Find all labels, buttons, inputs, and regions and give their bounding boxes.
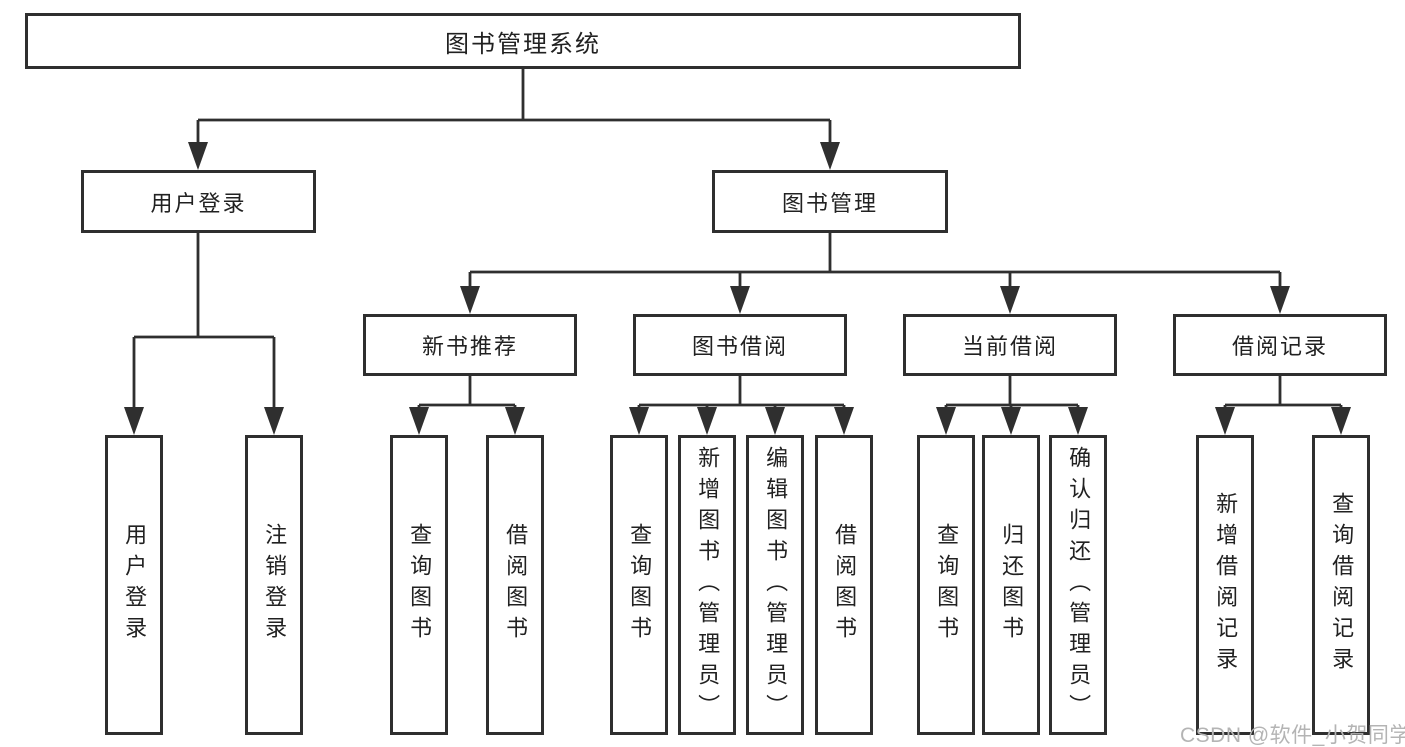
leaf-logout: 注销登录	[245, 435, 303, 735]
leaf-label: 查询图书	[407, 523, 433, 647]
leaf-label: 编辑图书（管理员）	[763, 445, 789, 725]
leaf-return-book: 归还图书	[982, 435, 1040, 735]
leaf-user-login: 用户登录	[105, 435, 163, 735]
leaf-query-books: 查询图书	[390, 435, 448, 735]
leaf-borrow-books: 借阅图书	[486, 435, 544, 735]
leaf-query-books: 查询图书	[917, 435, 975, 735]
leaf-confirm-return-admin: 确认归还（管理员）	[1049, 435, 1107, 735]
node-new-book-recommend: 新书推荐	[363, 314, 577, 376]
leaf-query-borrow-record: 查询借阅记录	[1312, 435, 1370, 735]
leaf-label: 新增图书（管理员）	[695, 445, 721, 725]
node-book-management: 图书管理	[712, 170, 948, 233]
leaf-label: 查询借阅记录	[1329, 492, 1355, 678]
leaf-query-books: 查询图书	[610, 435, 668, 735]
leaf-borrow-books: 借阅图书	[815, 435, 873, 735]
leaf-label: 确认归还（管理员）	[1066, 445, 1092, 725]
csdn-watermark: CSDN @软件_小贺同学	[1180, 724, 1405, 747]
leaf-label: 借阅图书	[832, 523, 858, 647]
node-library-management-system: 图书管理系统	[25, 13, 1021, 69]
leaf-label: 查询图书	[627, 523, 653, 647]
leaf-label: 归还图书	[999, 523, 1025, 647]
leaf-label: 新增借阅记录	[1213, 492, 1239, 678]
node-current-borrow: 当前借阅	[903, 314, 1117, 376]
leaf-label: 查询图书	[934, 523, 960, 647]
leaf-edit-book-admin: 编辑图书（管理员）	[746, 435, 804, 735]
leaf-label: 借阅图书	[503, 523, 529, 647]
arrowhead-icons	[124, 142, 1351, 435]
leaf-label: 注销登录	[262, 523, 288, 647]
node-book-borrow: 图书借阅	[633, 314, 847, 376]
leaf-add-book-admin: 新增图书（管理员）	[678, 435, 736, 735]
leaf-label: 用户登录	[122, 523, 148, 647]
node-borrow-records: 借阅记录	[1173, 314, 1387, 376]
leaf-add-borrow-record: 新增借阅记录	[1196, 435, 1254, 735]
node-user-login: 用户登录	[81, 170, 316, 233]
